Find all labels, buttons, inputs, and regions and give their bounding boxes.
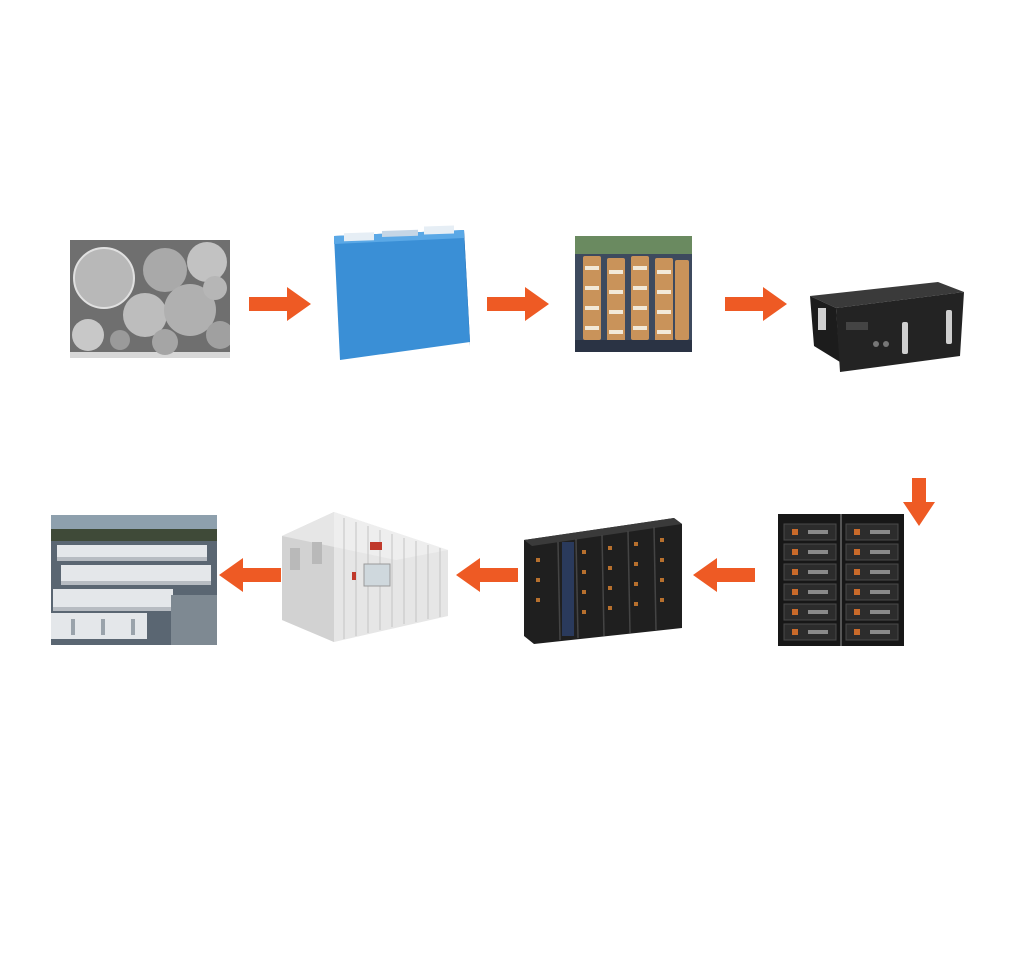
- battery-cabinets-image: [524, 518, 684, 644]
- cell-modules-image: [575, 236, 692, 352]
- battery-cluster-unit-image: [778, 514, 904, 646]
- arrow-right-1: [249, 287, 311, 321]
- prismatic-cell-image: [324, 224, 474, 364]
- arrow-left-5: [693, 558, 755, 592]
- arrow-left-6: [456, 558, 518, 592]
- storage-power-station-image: [51, 515, 217, 645]
- arrow-down-4: [903, 478, 935, 526]
- arrow-right-3: [725, 287, 787, 321]
- arrow-right-2: [487, 287, 549, 321]
- storage-container-image: [282, 512, 450, 642]
- rack-battery-pack-image: [806, 282, 966, 378]
- material-powder-image: [70, 240, 230, 358]
- arrow-left-7: [219, 558, 281, 592]
